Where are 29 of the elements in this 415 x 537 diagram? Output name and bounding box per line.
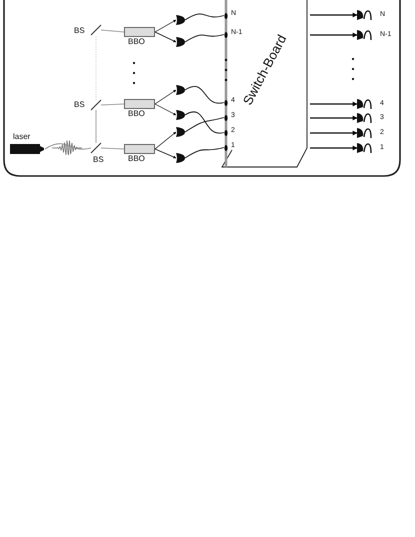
beam-line — [100, 104, 124, 106]
arrow — [310, 116, 358, 120]
arrow — [310, 102, 358, 106]
component-label: BBO — [128, 109, 145, 118]
arrow — [154, 20, 176, 32]
component-label: BS — [74, 26, 85, 35]
optical-fiber — [184, 86, 224, 104]
component-label: BS — [93, 155, 104, 164]
beam-line — [100, 30, 124, 32]
optical-fiber — [44, 143, 92, 150]
optical-fiber — [184, 34, 224, 42]
arrow — [310, 32, 358, 38]
arrow — [154, 32, 176, 42]
arrow — [310, 146, 358, 150]
beam-line — [100, 148, 124, 150]
arrow — [154, 132, 176, 150]
arrow — [310, 130, 358, 136]
arrow — [154, 104, 176, 116]
optical-fiber — [184, 14, 224, 20]
arrow — [154, 90, 176, 104]
arrow — [154, 148, 176, 158]
optical-fiber — [184, 117, 224, 132]
arrow — [310, 12, 358, 18]
component-label: BBO — [128, 37, 145, 46]
optical-fiber — [184, 111, 224, 134]
component-label: BS — [74, 100, 85, 109]
component-label: BBO — [128, 154, 145, 163]
component-label: laser — [13, 132, 30, 141]
optical-fiber — [184, 147, 224, 158]
